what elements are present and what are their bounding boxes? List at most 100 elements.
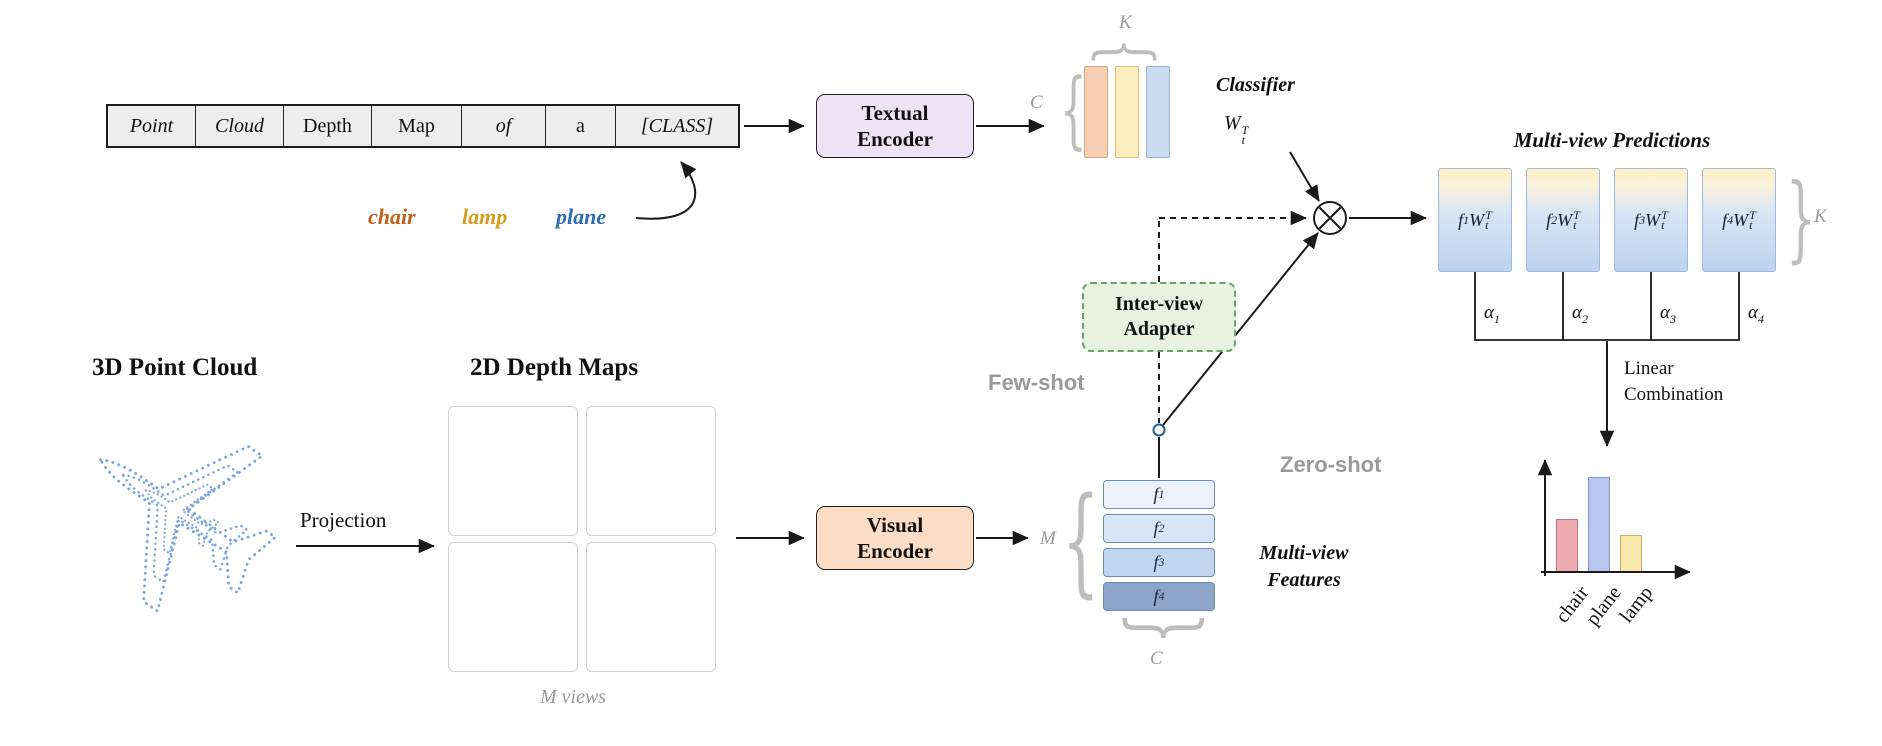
- switch-node: [1152, 423, 1166, 437]
- alpha-weight-label: α3: [1660, 302, 1676, 327]
- depth-map-tile: [448, 542, 578, 672]
- point-cloud-heading: 3D Point Cloud: [92, 354, 258, 381]
- classifier-weight-column: [1146, 66, 1170, 158]
- multi-view-features-line1: Multi-view: [1259, 542, 1349, 564]
- alpha-weight-label: α4: [1748, 302, 1764, 327]
- feature-symbol: f: [1153, 484, 1159, 504]
- weight-w: W: [1224, 112, 1241, 134]
- inter-view-adapter-box: Inter-view Adapter: [1082, 282, 1236, 352]
- class-word: lamp: [462, 204, 508, 229]
- weight-sup-T: T: [1241, 123, 1249, 137]
- prompt-token-class-slot: [CLASS]: [616, 106, 738, 146]
- depth-map-tile: [448, 406, 578, 536]
- depth-map-tile: [586, 406, 716, 536]
- point-cloud-plane-outline: [46, 380, 311, 645]
- prediction-sup-T: T: [1485, 208, 1492, 222]
- prediction-sup-T: T: [1661, 208, 1668, 222]
- arrow-classifier-to-otimes: [1289, 151, 1320, 202]
- feature-index: 2: [1158, 521, 1165, 535]
- few-shot-label: Few-shot: [988, 370, 1085, 395]
- textual-encoder-label-line2: Encoder: [857, 127, 933, 151]
- dimension-label-m: M: [1040, 528, 1056, 549]
- otimes-operator: [1313, 201, 1347, 235]
- multi-view-features-label: Multi-view Features: [1244, 540, 1364, 594]
- zero-shot-label: Zero-shot: [1280, 452, 1382, 477]
- class-to-token-arrow: [635, 161, 697, 220]
- classifier-weight-columns: [1084, 66, 1170, 158]
- depth-map-tile: [586, 542, 716, 672]
- linear-combination-label: Linear Combination: [1624, 356, 1723, 408]
- visual-encoder-label-line1: Visual: [866, 513, 924, 537]
- projection-label: Projection: [300, 508, 387, 532]
- bar-plane: [1588, 477, 1610, 571]
- classifier-label: Classifier: [1216, 74, 1295, 96]
- prompt-token-row: Point Cloud Depth Map of a [CLASS]: [106, 104, 740, 148]
- feature-index: 4: [1158, 589, 1165, 603]
- class-word: plane: [556, 204, 607, 229]
- prompt-token: Map: [372, 106, 462, 146]
- brace-c-features: {: [1106, 611, 1211, 645]
- depth-maps-heading: 2D Depth Maps: [470, 354, 639, 381]
- prediction-sub-t: t: [1661, 218, 1665, 232]
- feature-index: 3: [1158, 555, 1165, 569]
- point-cloud-plane-inner: [122, 456, 234, 568]
- visual-encoder-label-line2: Encoder: [857, 539, 933, 563]
- prediction-index: 4: [1727, 212, 1734, 227]
- brace-c-columns: {: [1060, 60, 1087, 158]
- point-cloud-scatter: [46, 380, 311, 645]
- dimension-label-k-right: K: [1814, 206, 1827, 227]
- prediction-w: W: [1469, 209, 1485, 230]
- prediction-index: 2: [1551, 212, 1558, 227]
- visual-encoder-box: Visual Encoder: [816, 506, 974, 570]
- linear-combination-line2: Combination: [1624, 384, 1724, 405]
- alpha-symbol: α: [1484, 302, 1494, 323]
- alpha-symbol: α: [1572, 302, 1582, 323]
- feature-index: 1: [1158, 487, 1165, 501]
- brace-k-columns: {: [1086, 38, 1169, 66]
- prediction-f: f: [1634, 209, 1640, 230]
- alpha-connectors: [1474, 272, 1740, 341]
- multi-view-features-line2: Features: [1267, 569, 1341, 591]
- dimension-label-k: K: [1119, 12, 1132, 33]
- classifier-weight-column: [1115, 66, 1139, 158]
- prediction-f: f: [1458, 209, 1464, 230]
- adapter-label-line1: Inter-view: [1114, 293, 1204, 315]
- prompt-token: a: [546, 106, 616, 146]
- prediction-sup-T: T: [1749, 208, 1756, 222]
- prompt-token: Depth: [284, 106, 372, 146]
- classifier-weight-column: [1084, 66, 1108, 158]
- prompt-token: of: [462, 106, 546, 146]
- bar-label-lamp: lamp: [1615, 582, 1658, 628]
- multi-view-predictions-title: Multi-view Predictions: [1513, 128, 1711, 152]
- alpha-symbol: α: [1660, 302, 1670, 323]
- alpha-weight-label: α2: [1572, 302, 1588, 327]
- brace-m-features: {: [1062, 471, 1100, 609]
- alpha-index: 2: [1581, 311, 1588, 326]
- alpha-index: 1: [1493, 311, 1500, 326]
- m-views-label: M views: [540, 686, 607, 708]
- prediction-f: f: [1546, 209, 1552, 230]
- prediction-w: W: [1645, 209, 1661, 230]
- dimension-label-c: C: [1030, 92, 1043, 113]
- textual-encoder-label-line1: Textual: [861, 101, 929, 125]
- prompt-token: Point: [108, 106, 196, 146]
- feature-symbol: f: [1153, 586, 1159, 606]
- textual-encoder-box: Textual Encoder: [816, 94, 974, 158]
- adapter-label-line2: Adapter: [1123, 318, 1195, 340]
- prediction-sub-t: t: [1573, 218, 1577, 232]
- prediction-f: f: [1722, 209, 1728, 230]
- class-word: chair: [368, 204, 416, 229]
- alpha-index: 3: [1669, 311, 1676, 326]
- alpha-weight-label: α1: [1484, 302, 1500, 327]
- prompt-token: Cloud: [196, 106, 284, 146]
